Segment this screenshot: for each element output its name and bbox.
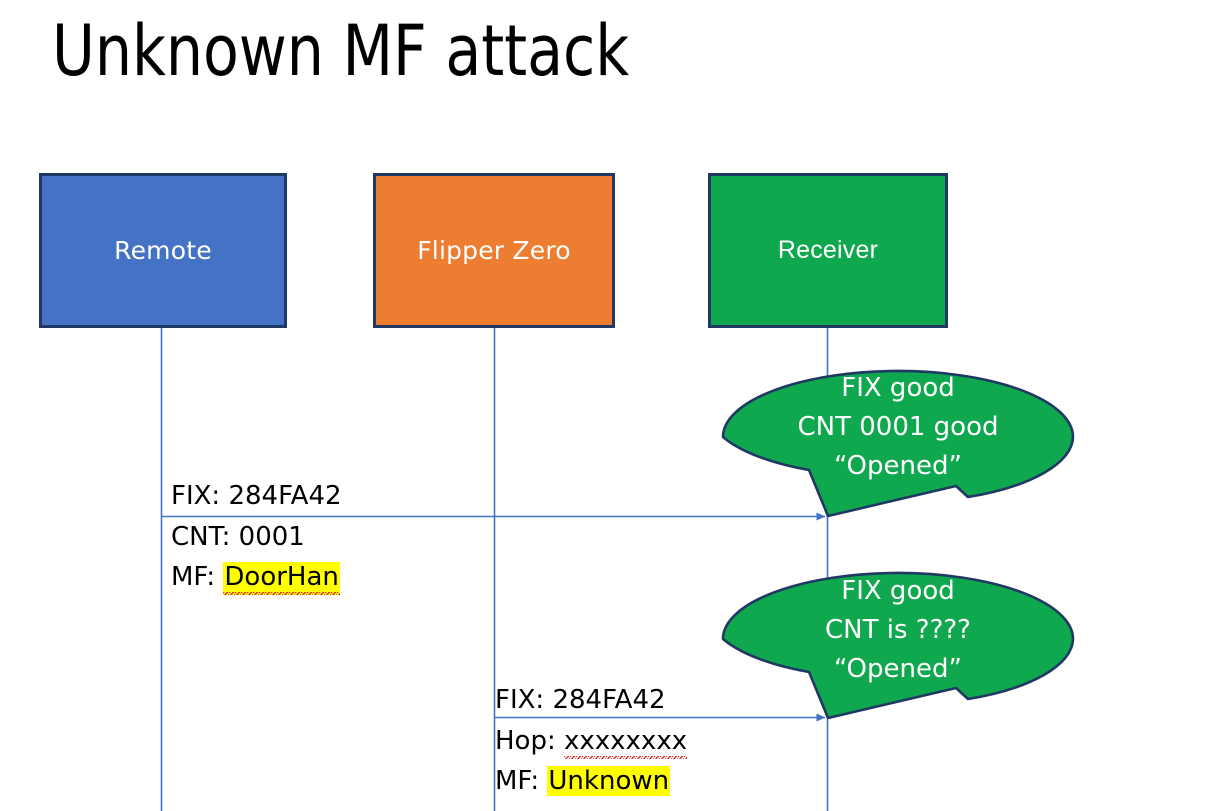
message-2-header: FIX: 284FA42 — [495, 680, 666, 720]
actor-label-flipper: Flipper Zero — [417, 236, 571, 265]
actor-box-receiver[interactable]: Receiver — [708, 173, 948, 328]
message-2-line-fix: FIX: 284FA42 — [495, 685, 666, 715]
message-2-body: Hop: xxxxxxxx MF: Unknown — [495, 721, 688, 801]
message-1-mf-value: DoorHan — [223, 562, 340, 595]
message-2-line-mf: MF: Unknown — [495, 761, 687, 801]
callout-2-shape — [721, 571, 1075, 720]
message-2-hop-value: xxxxxxxx — [564, 726, 688, 759]
actor-label-remote: Remote — [114, 236, 212, 265]
message-1-mf-prefix: MF: — [171, 562, 224, 592]
message-1-line-mf: MF: DoorHan — [171, 557, 340, 597]
page-title: Unknown MF attack — [52, 10, 630, 92]
message-1-body: CNT: 0001 MF: DoorHan — [171, 517, 340, 597]
message-2-mf-prefix: MF: — [495, 766, 548, 796]
message-2-hop-prefix: Hop: — [495, 726, 564, 756]
actor-box-remote[interactable]: Remote — [39, 173, 287, 328]
message-1-line-fix: FIX: 284FA42 — [171, 481, 342, 511]
callout-bubble-2[interactable]: FIX good CNT is ???? “Opened” — [718, 559, 1078, 724]
message-1-line-cnt: CNT: 0001 — [171, 522, 305, 552]
callout-bubble-1[interactable]: FIX good CNT 0001 good “Opened” — [718, 357, 1078, 522]
callout-1-shape — [721, 369, 1075, 518]
message-1-header: FIX: 284FA42 — [171, 476, 342, 516]
actor-box-flipper[interactable]: Flipper Zero — [373, 173, 615, 328]
message-2-mf-value: Unknown — [547, 766, 671, 796]
message-2-line-hop: Hop: xxxxxxxx — [495, 721, 688, 761]
actor-label-receiver: Receiver — [777, 236, 879, 264]
